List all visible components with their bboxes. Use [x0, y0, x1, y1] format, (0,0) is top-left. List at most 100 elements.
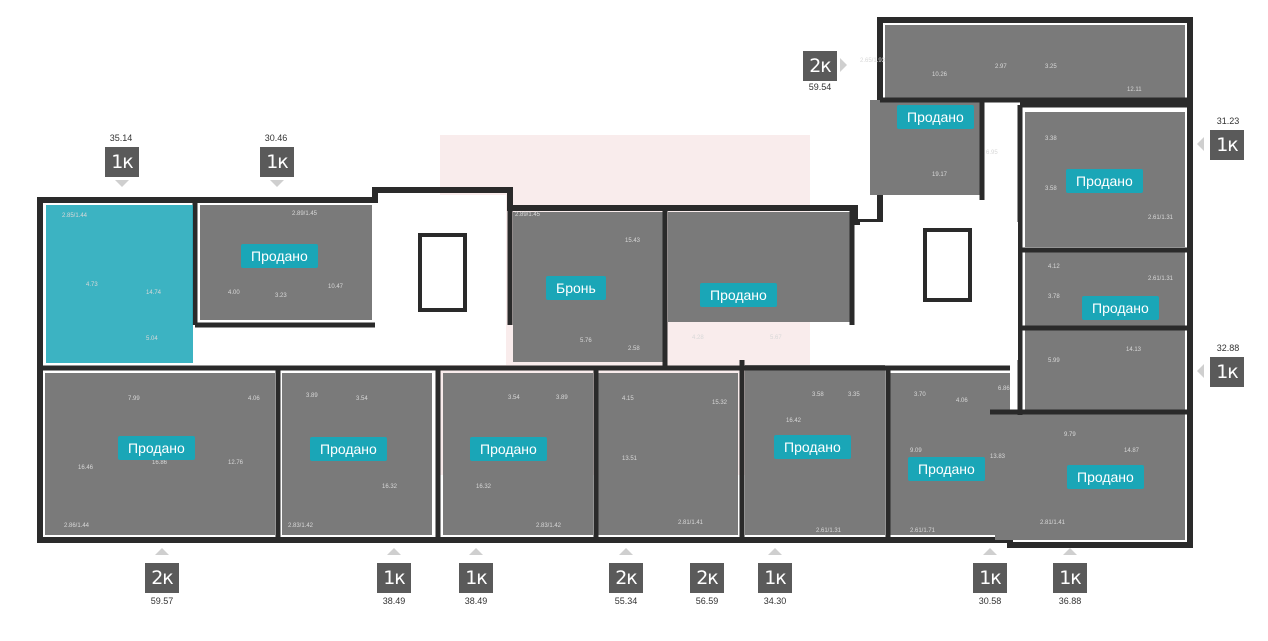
room-label: 16.46: [78, 465, 94, 471]
room-label: 16.86: [152, 460, 168, 466]
room-label: 5.04: [146, 336, 158, 342]
room-label: 2.85/1.44: [62, 213, 88, 219]
room-label: 3.58: [812, 392, 824, 398]
room-label: 3.78: [1048, 294, 1060, 300]
room-label: 5.67: [770, 335, 782, 341]
room-label: 4.00: [228, 290, 240, 296]
apartment-type-badge[interactable]: 2к: [609, 563, 643, 593]
apartment-type-badge[interactable]: 2к: [690, 563, 724, 593]
pointer-arrow-icon: [1197, 137, 1204, 151]
status-sold-badge[interactable]: Продано: [470, 437, 547, 461]
status-sold-badge[interactable]: Продано: [774, 435, 851, 459]
room-label: 16.32: [382, 484, 398, 490]
room-label: 2.83/1.42: [288, 523, 314, 529]
room-label: 14.87: [1124, 448, 1140, 454]
status-sold-badge[interactable]: Продано: [1067, 465, 1144, 489]
room-label: 3.38: [1045, 136, 1057, 142]
apartment-type-badge[interactable]: 1к: [1210, 130, 1244, 160]
room-label: 10.26: [932, 72, 948, 78]
apartment-area: 38.49: [382, 596, 406, 606]
apartment-area: 35.14: [109, 133, 133, 143]
pointer-arrow-icon: [115, 180, 129, 187]
room-label: 2.58: [628, 346, 640, 352]
room-label: 13.51: [622, 456, 638, 462]
room-label: 12.11: [1127, 87, 1142, 93]
apartment-area: 38.49: [464, 596, 488, 606]
flat-top-right-2k[interactable]: [885, 25, 1185, 100]
apartment-area: 56.59: [695, 596, 719, 606]
room-label: 3.89: [306, 393, 318, 399]
room-label: 2.97: [995, 64, 1007, 70]
status-reserved-badge[interactable]: Бронь: [546, 276, 606, 300]
apartment-area: 59.57: [150, 596, 174, 606]
room-label: 15.32: [712, 400, 728, 406]
status-sold-badge[interactable]: Продано: [908, 457, 985, 481]
flat-blocks: [45, 25, 1185, 540]
status-sold-badge[interactable]: Продано: [897, 105, 974, 129]
pointer-arrow-icon: [1197, 364, 1204, 378]
apartment-type-badge[interactable]: 2к: [803, 51, 837, 81]
apartment-type-badge[interactable]: 1к: [973, 563, 1007, 593]
interior-walls: [40, 97, 1190, 540]
pointer-arrow-icon: [983, 548, 997, 555]
room-label: 9.09: [910, 448, 922, 454]
room-label: 13.83: [990, 454, 1006, 460]
room-label: 12.76: [228, 460, 244, 466]
status-sold-badge[interactable]: Продано: [700, 283, 777, 307]
status-sold-badge[interactable]: Продано: [310, 437, 387, 461]
room-label: 3.35: [848, 392, 860, 398]
apartment-area: 30.46: [264, 133, 288, 143]
room-label: 2.81/1.41: [678, 520, 704, 526]
apartment-type-badge[interactable]: 1к: [377, 563, 411, 593]
pointer-arrow-icon: [155, 548, 169, 555]
room-label: 3.89: [556, 395, 568, 401]
apartment-area: 32.88: [1216, 343, 1240, 353]
room-label: 2.61/1.31: [1148, 276, 1174, 282]
room-label: 3.23: [275, 293, 287, 299]
room-label: 16.32: [476, 484, 492, 490]
room-label: 3.70: [914, 392, 926, 398]
status-sold-badge[interactable]: Продано: [118, 436, 195, 460]
room-label: 4.28: [692, 335, 704, 341]
room-label: 2.65/1.93: [860, 58, 886, 64]
room-label: 6.86: [998, 386, 1010, 392]
room-label: 19.17: [932, 172, 948, 178]
pointer-arrow-icon: [840, 58, 847, 72]
status-sold-badge[interactable]: Продано: [1066, 169, 1143, 193]
room-label: 3.25: [1045, 64, 1057, 70]
apartment-type-badge[interactable]: 1к: [105, 147, 139, 177]
room-label: 3.54: [356, 396, 368, 402]
room-label: 14.74: [146, 290, 162, 296]
apartment-type-badge[interactable]: 1к: [758, 563, 792, 593]
room-label: 2.89/1.45: [292, 211, 318, 217]
flat-bottom-4[interactable]: [598, 373, 738, 535]
apartment-area: 31.23: [1216, 116, 1240, 126]
status-sold-badge[interactable]: Продано: [1082, 296, 1159, 320]
stairwell-left: [378, 195, 506, 365]
flat-bottom-6[interactable]: [890, 373, 1010, 535]
apartment-type-badge[interactable]: 1к: [1053, 563, 1087, 593]
flat-right-3[interactable]: [1025, 330, 1185, 410]
pointer-arrow-icon: [619, 548, 633, 555]
pointer-arrow-icon: [270, 180, 284, 187]
apartment-type-badge[interactable]: 1к: [1210, 357, 1244, 387]
apartment-area: 34.30: [763, 596, 787, 606]
room-label: 2.86/1.44: [64, 523, 90, 529]
flat-selected[interactable]: [46, 205, 193, 363]
room-label: 2.61/1.71: [910, 528, 936, 534]
status-sold-badge[interactable]: Продано: [241, 244, 318, 268]
room-label: 4.15: [622, 396, 634, 402]
apartment-area: 30.58: [978, 596, 1002, 606]
room-label: 3.54: [508, 395, 520, 401]
room-label: 2.61/1.31: [816, 528, 842, 534]
room-label: 4.73: [86, 282, 98, 288]
room-label: 4.12: [1048, 264, 1060, 270]
apartment-area: 59.54: [808, 82, 832, 92]
pointer-arrow-icon: [469, 548, 483, 555]
stairwell-right: [860, 222, 1018, 360]
apartment-type-badge[interactable]: 1к: [260, 147, 294, 177]
apartment-type-badge[interactable]: 1к: [459, 563, 493, 593]
apartment-type-badge[interactable]: 2к: [145, 563, 179, 593]
room-label: 2.89/1.45: [515, 212, 541, 218]
